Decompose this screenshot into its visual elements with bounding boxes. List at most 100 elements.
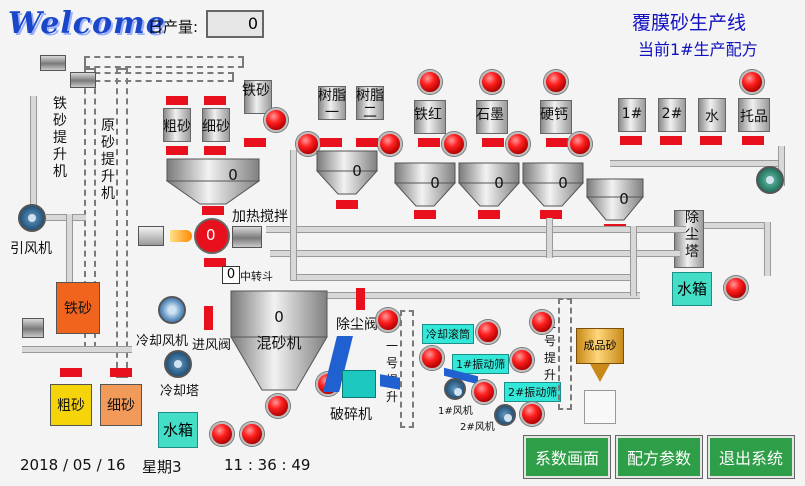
iron-red-tank bbox=[414, 100, 446, 134]
fine-valve-top bbox=[204, 96, 226, 105]
cooling-drum-lamp[interactable] bbox=[476, 320, 500, 344]
fan-2-icon bbox=[494, 404, 516, 426]
stearate-tank bbox=[540, 100, 572, 134]
coarse-tank bbox=[163, 108, 191, 142]
params-screen-button[interactable]: 系数画面 bbox=[524, 436, 610, 478]
pipe-drop-b bbox=[546, 218, 553, 258]
iron-red-top-lamp[interactable] bbox=[418, 70, 442, 94]
resin2-lamp[interactable] bbox=[378, 132, 402, 156]
iron-tank bbox=[244, 80, 272, 114]
stearate-lamp[interactable] bbox=[568, 132, 592, 156]
fine-bin-valve bbox=[110, 368, 132, 377]
middle-hopper-value-box: 0 bbox=[222, 266, 240, 284]
blower-icon bbox=[138, 226, 164, 246]
iron-red-valve bbox=[418, 138, 440, 147]
resin1-label: 树脂一 bbox=[318, 88, 346, 121]
time-display: 11 : 36 : 49 bbox=[224, 456, 311, 474]
tank-tuopin-valve bbox=[742, 136, 764, 145]
stearate-hopper: 0 bbox=[522, 162, 584, 208]
elevator-2-lamp[interactable] bbox=[530, 310, 554, 334]
date-display: 2018 / 05 / 16 bbox=[20, 456, 126, 474]
elevator-1-frame bbox=[400, 310, 414, 428]
mixer-value: 0 bbox=[274, 308, 284, 326]
coarse-sand-bin: 粗砂 bbox=[50, 384, 92, 426]
mixer-lamp[interactable] bbox=[266, 394, 290, 418]
heater-motor bbox=[232, 226, 262, 248]
vib2-tag: 2#振动筛 bbox=[504, 382, 562, 402]
recipe-label: 当前1#生产配方 bbox=[638, 40, 758, 59]
vib1-lamp[interactable] bbox=[510, 348, 534, 372]
vib2-lamp[interactable] bbox=[520, 402, 544, 426]
coarse-valve-bottom bbox=[166, 146, 188, 155]
graphite-out-valve bbox=[478, 210, 500, 219]
after-mixer-lamp[interactable] bbox=[240, 422, 264, 446]
iron-red-lamp[interactable] bbox=[442, 132, 466, 156]
stearate-top-lamp[interactable] bbox=[544, 70, 568, 94]
tank-water-valve bbox=[700, 136, 722, 145]
tuopin-lamp[interactable] bbox=[740, 70, 764, 94]
fine-tank-label: 细砂 bbox=[202, 119, 230, 135]
pipe-right-loop-v bbox=[764, 222, 771, 276]
tank-2-label: 2# bbox=[661, 106, 683, 122]
raw-sand-elevator-label: 原砂提升机 bbox=[101, 118, 115, 202]
top-conveyor-frame-2 bbox=[84, 72, 234, 82]
pipe-main-3 bbox=[290, 274, 630, 281]
pipe-drop-c bbox=[630, 226, 637, 296]
recipe-params-button[interactable]: 配方参数 bbox=[616, 436, 702, 478]
elevator-2-frame bbox=[558, 298, 572, 410]
fan-1-lamp[interactable] bbox=[472, 380, 496, 404]
welcome-logo: Welcome bbox=[8, 6, 166, 41]
heater-drum bbox=[194, 218, 230, 254]
mixer-label: 混砂机 bbox=[256, 334, 302, 352]
resin2-tank bbox=[356, 86, 384, 120]
tank-1-label: 1# bbox=[621, 106, 643, 122]
dust-valve bbox=[356, 288, 365, 310]
cooling-fan-label: 冷却风机 bbox=[136, 334, 189, 349]
tank-water-label: 水 bbox=[705, 109, 719, 125]
top-conveyor-frame bbox=[84, 56, 244, 68]
iron-bin-feed-pipe bbox=[66, 214, 73, 284]
mixing-hopper: 0 bbox=[166, 158, 260, 206]
finished-sand-silo: 成品砂 bbox=[576, 328, 624, 364]
iron-red-hopper-value: 0 bbox=[430, 174, 440, 192]
pipe-main-2 bbox=[270, 250, 680, 257]
elevator-1-lamp[interactable] bbox=[376, 308, 400, 332]
cooling-fan-icon bbox=[158, 296, 186, 324]
daily-output-field[interactable]: 0 bbox=[206, 10, 264, 38]
tank-tuopin-label: 托品 bbox=[740, 109, 768, 125]
dust-tower-label: 除尘塔 bbox=[685, 210, 699, 260]
finished-silo-cone bbox=[590, 364, 610, 382]
drum-lamp-2[interactable] bbox=[420, 346, 444, 370]
graphite-lamp[interactable] bbox=[506, 132, 530, 156]
stearate-out-valve bbox=[540, 210, 562, 219]
coarse-bin-valve bbox=[60, 368, 82, 377]
dust-valve-label: 除尘阀 bbox=[336, 317, 378, 333]
pipe-main-1 bbox=[266, 226, 686, 233]
iron-red-out-valve bbox=[414, 210, 436, 219]
graphite-hopper: 0 bbox=[458, 162, 520, 208]
cooling-water-lamp[interactable] bbox=[210, 422, 234, 446]
finished-bag bbox=[584, 390, 616, 424]
fine-sand-bin: 细砂 bbox=[100, 384, 142, 426]
resin1-lamp[interactable] bbox=[296, 132, 320, 156]
elevator-motor-2 bbox=[70, 72, 96, 88]
resin-hopper-value: 0 bbox=[352, 162, 362, 180]
tank-1 bbox=[618, 98, 646, 132]
flame-icon bbox=[170, 230, 192, 242]
fine-valve-bottom bbox=[204, 146, 226, 155]
iron-sand-bin: 铁砂 bbox=[56, 282, 100, 334]
exit-system-button[interactable]: 退出系统 bbox=[708, 436, 794, 478]
resin1-valve bbox=[320, 138, 342, 147]
fan-1-icon bbox=[444, 378, 466, 400]
induced-fan-icon bbox=[18, 204, 46, 232]
dust-fan-icon bbox=[756, 166, 784, 194]
iron-lamp[interactable] bbox=[264, 108, 288, 132]
bin-bottom-pipe bbox=[22, 346, 132, 353]
inlet-valve bbox=[204, 306, 213, 330]
graphite-top-lamp[interactable] bbox=[480, 70, 504, 94]
heater-out-valve bbox=[204, 258, 226, 267]
iron-tank-label: 铁砂 bbox=[242, 83, 270, 99]
dust-water-lamp[interactable] bbox=[724, 276, 748, 300]
cooling-tower-label: 冷却塔 bbox=[160, 384, 200, 399]
iron-sand-elevator-label: 铁砂提升机 bbox=[53, 96, 67, 180]
